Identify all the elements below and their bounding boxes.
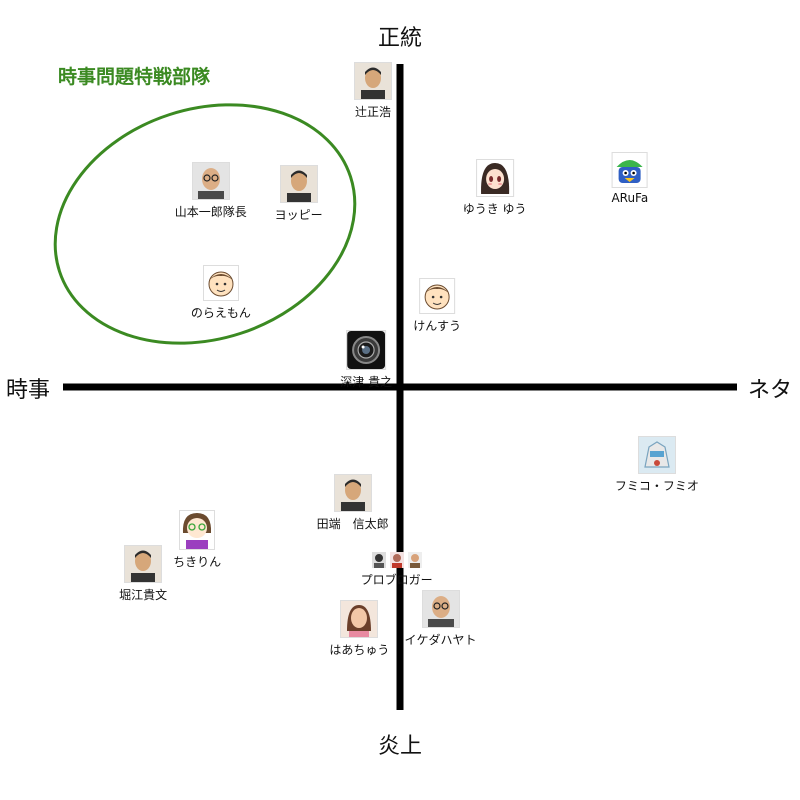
data-point: ヨッピー: [275, 165, 323, 223]
data-point: 田端 信太郎: [317, 474, 389, 532]
man-photo-icon: [333, 474, 372, 513]
man-photo-icon: [279, 165, 318, 204]
data-point: ゆうき ゆう: [462, 158, 527, 217]
data-point-label: プロブロガー: [360, 572, 433, 587]
data-point: フミコ・フミオ: [614, 435, 699, 494]
cartoon-face-icon: [202, 265, 239, 302]
data-point-label: イケダハヤト: [404, 633, 477, 648]
data-point-label: のらえもん: [190, 306, 251, 321]
data-point: イケダハヤト: [405, 590, 477, 648]
data-point-label: ARuFa: [611, 191, 649, 206]
data-point-label: ちきりん: [173, 554, 222, 569]
cartoon-character-icon: [611, 152, 648, 189]
data-point: けんすう: [413, 278, 461, 334]
data-point: 辻正浩: [353, 62, 392, 120]
axis-label-bottom: 炎上: [378, 734, 423, 759]
data-point: 堀江貴文: [119, 545, 167, 603]
axis-label-right: ネタ: [748, 378, 793, 403]
data-point-label: 田端 信太郎: [316, 517, 389, 532]
data-point: のらえもん: [191, 265, 251, 321]
data-point-label: ゆうき ゆう: [462, 201, 527, 216]
data-point: プロブロガー: [360, 551, 433, 588]
data-point-label: 山本一郎隊長: [174, 205, 247, 220]
camera-lens-icon: [346, 329, 387, 370]
robot-icon: [637, 435, 676, 474]
man-glasses-photo-icon: [191, 162, 230, 201]
data-point: 山本一郎隊長: [175, 162, 247, 220]
man-glasses-photo-icon: [421, 590, 460, 629]
group-ellipse: [53, 103, 357, 345]
man-photo-icon: [124, 545, 163, 584]
cartoon-face-icon: [419, 278, 456, 315]
woman-photo-icon: [340, 600, 379, 639]
group-title: 時事問題特戦部隊: [58, 66, 211, 88]
man-photo-icon: [353, 62, 392, 101]
axis-label-top: 正統: [378, 26, 423, 51]
data-point: はあちゅう: [329, 600, 389, 658]
data-point-label: ヨッピー: [274, 208, 323, 223]
data-point: 深津 貴之: [340, 329, 393, 390]
anime-girl-icon: [475, 158, 514, 197]
data-point: ちきりん: [173, 509, 222, 570]
data-point-label: けんすう: [413, 319, 462, 334]
data-point: ARuFa: [611, 152, 648, 205]
data-point-label: はあちゅう: [329, 643, 390, 658]
cartoon-woman-icon: [179, 509, 216, 550]
axis-label-left: 時事: [6, 378, 51, 403]
data-point-label: フミコ・フミオ: [614, 478, 699, 493]
three-people-icon: [371, 551, 422, 568]
data-point-label: 堀江貴文: [119, 588, 168, 603]
data-point-label: 辻正浩: [354, 105, 391, 120]
data-point-label: 深津 貴之: [340, 374, 393, 389]
